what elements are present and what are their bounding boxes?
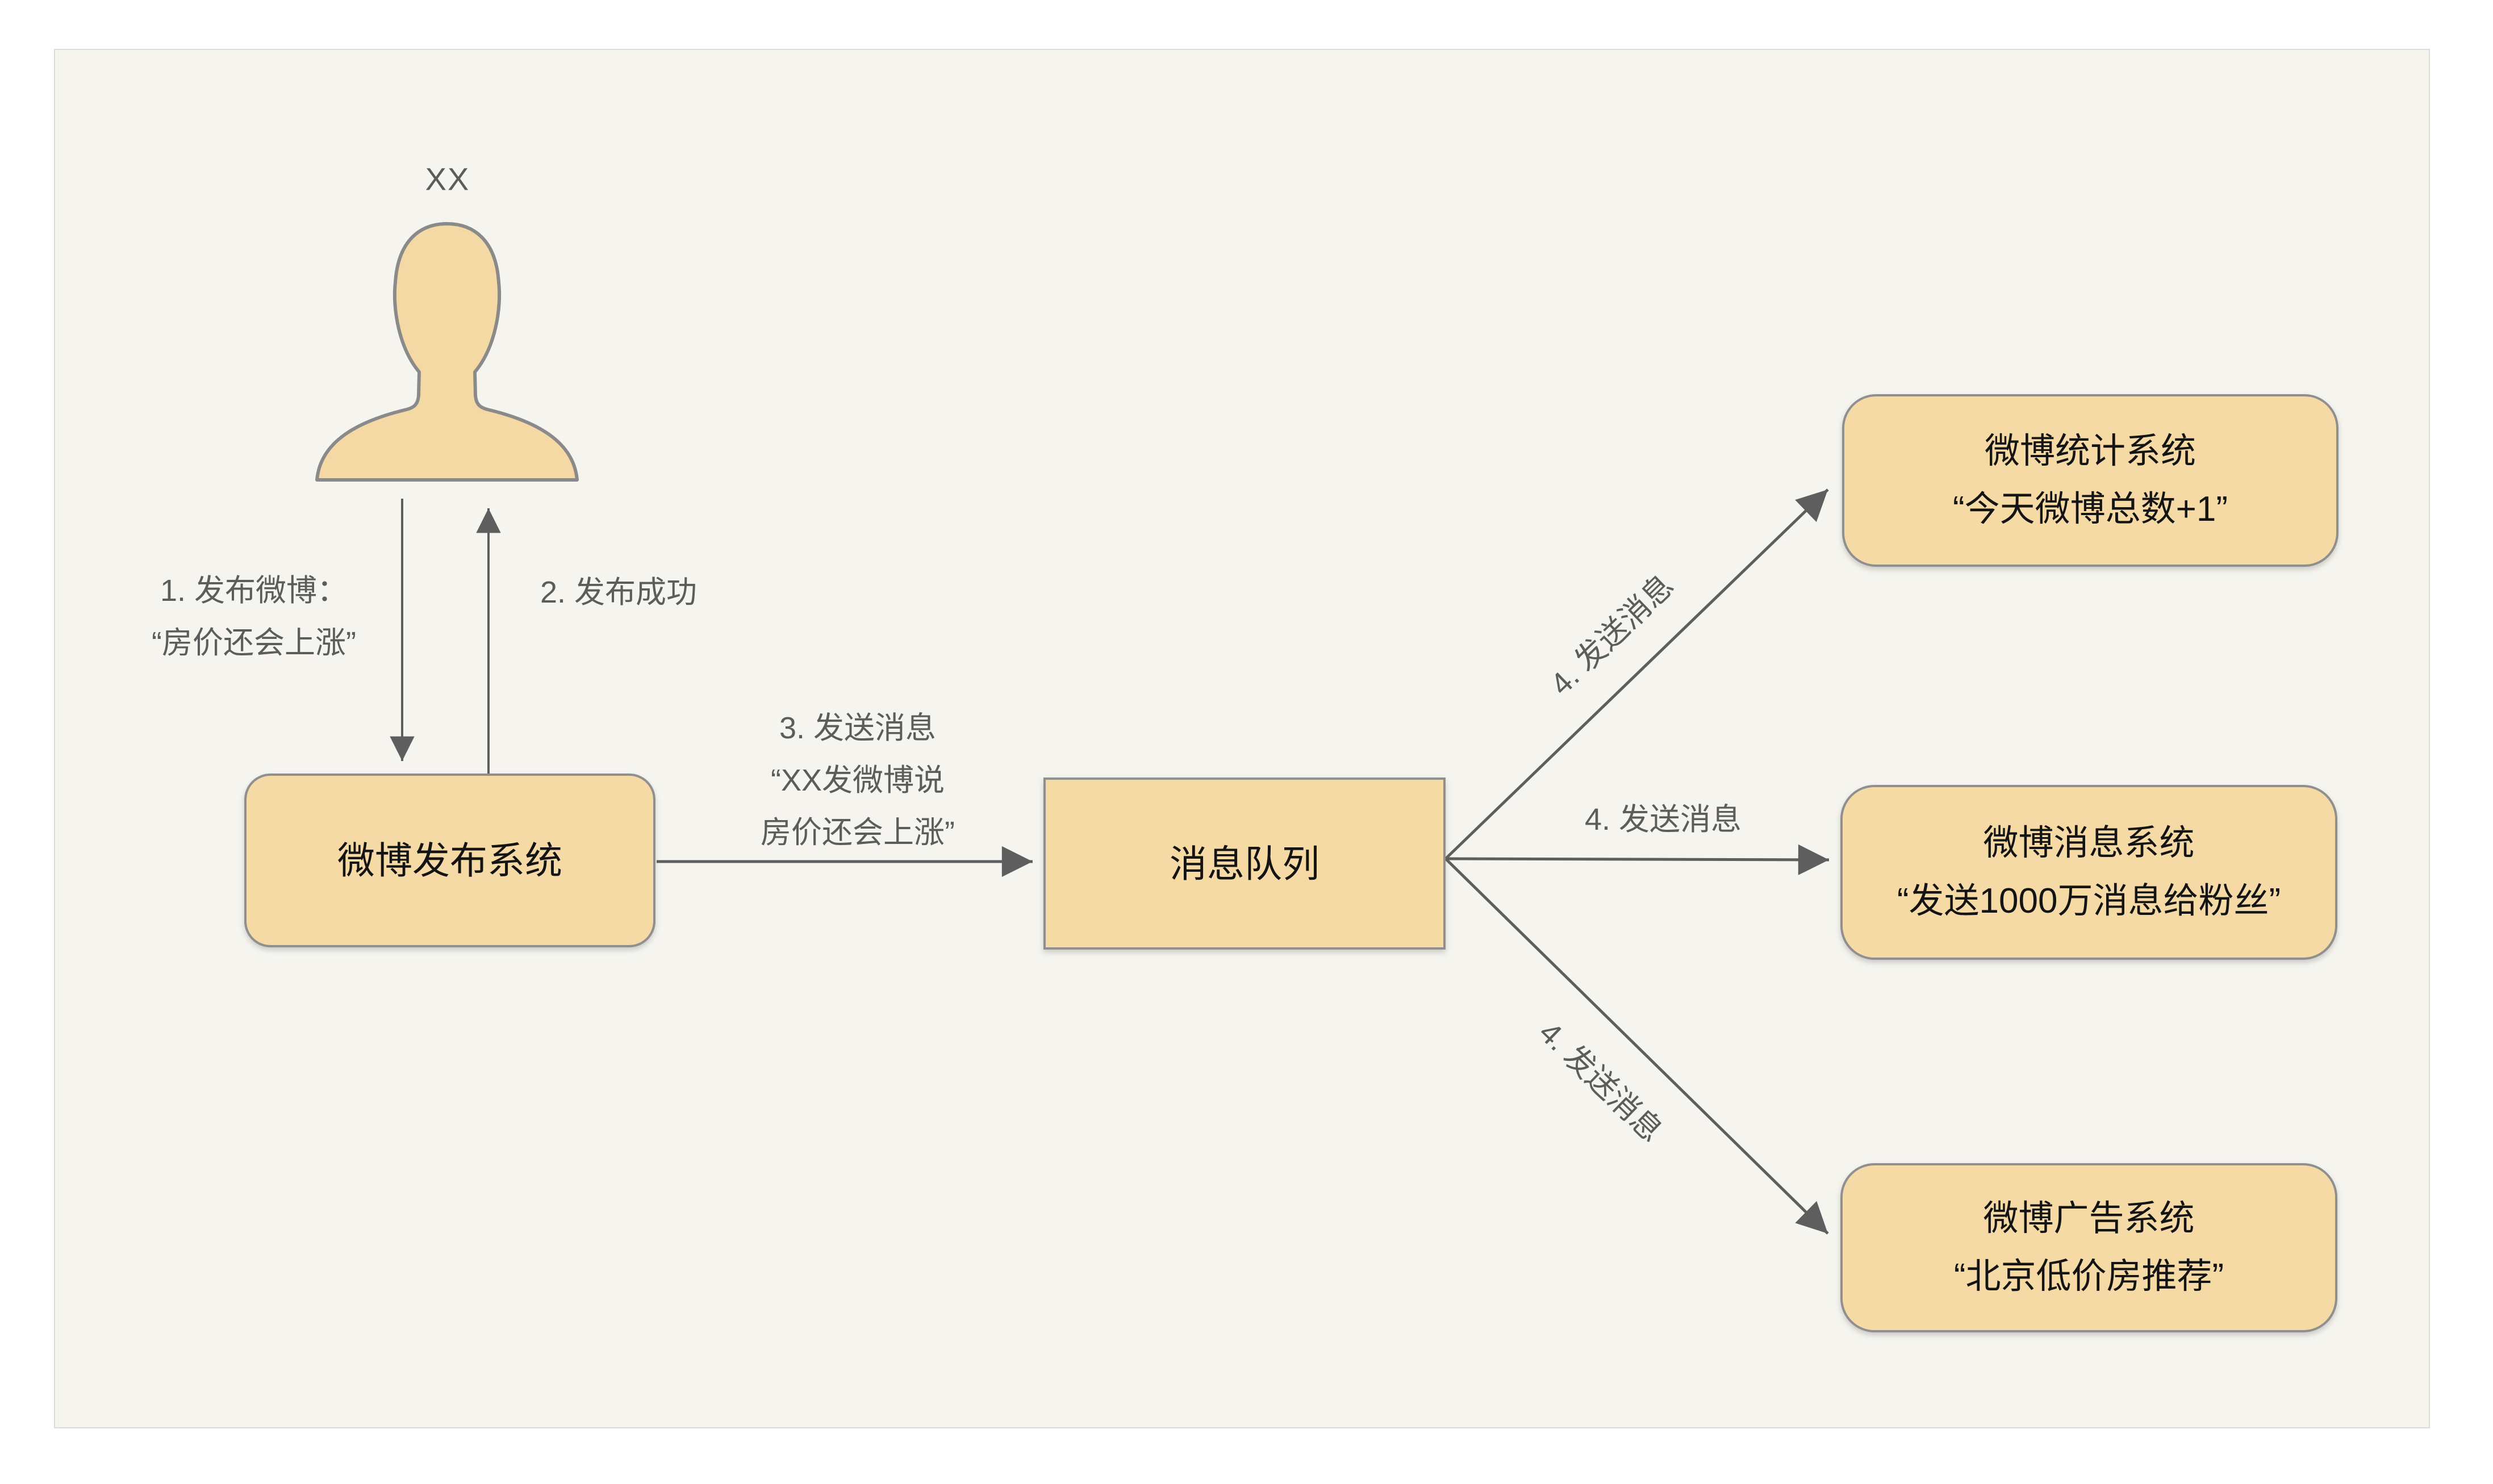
node-title: 微博统计系统 xyxy=(1984,432,2196,471)
node-title: 微博广告系统 xyxy=(1983,1199,2195,1238)
edge-label-step3-line2: “XX发微博说 xyxy=(770,763,945,797)
node-weibo-ads-system: 微博广告系统 “北京低价房推荐” xyxy=(1840,1163,2337,1332)
edge-label-step3: 3. 发送消息 “XX发微博说 房价还会上涨” xyxy=(761,702,955,859)
node-quote: “发送1000万消息给粉丝” xyxy=(1897,881,2281,921)
edge-label-step3-line3: 房价还会上涨” xyxy=(761,816,955,850)
node-weibo-stats-system: 微博统计系统 “今天微博总数+1” xyxy=(1842,394,2339,567)
node-label: 微博发布系统 xyxy=(337,839,562,881)
node-weibo-publish-system: 微博发布系统 xyxy=(244,774,655,947)
node-label: 消息队列 xyxy=(1170,842,1319,885)
edge-label-step4-middle: 4. 发送消息 xyxy=(1584,802,1742,837)
edge-label-step3-line1: 3. 发送消息 xyxy=(779,711,937,745)
actor-name-label: XX xyxy=(425,161,470,197)
edge-label-step1: 1. 发布微博： “房价还会上涨” xyxy=(152,565,356,669)
edge-label-step1-line1: 1. 发布微博： xyxy=(160,574,348,608)
edge-label-step1-line2: “房价还会上涨” xyxy=(152,626,356,660)
edge-label-step2: 2. 发布成功 xyxy=(540,575,698,609)
node-message-queue: 消息队列 xyxy=(1043,777,1446,950)
node-weibo-message-system: 微博消息系统 “发送1000万消息给粉丝” xyxy=(1840,785,2337,960)
node-title: 微博消息系统 xyxy=(1983,823,2195,863)
node-quote: “北京低价房推荐” xyxy=(1953,1257,2224,1296)
node-quote: “今天微博总数+1” xyxy=(1953,490,2228,529)
